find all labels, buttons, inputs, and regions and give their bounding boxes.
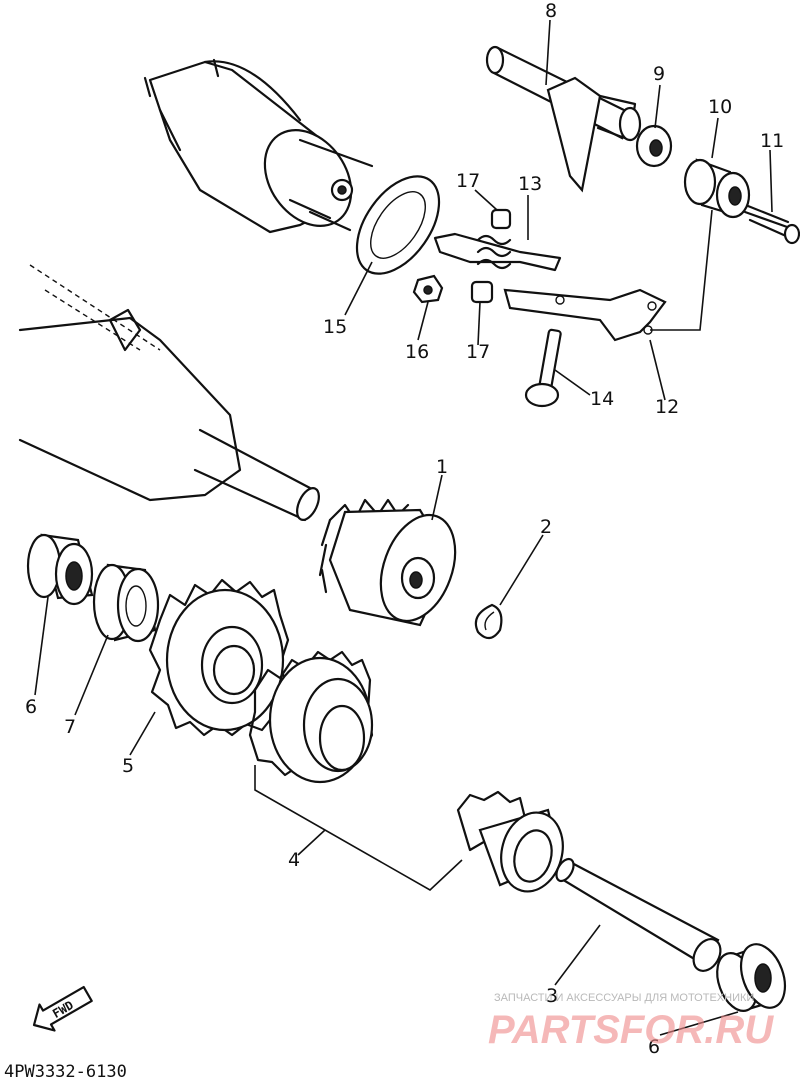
fwd-label: FWD [50,998,76,1021]
callout-8: 8 [545,0,557,22]
callout-10: 10 [708,96,732,118]
starter-motor-housing [143,58,374,234]
collar-part-17-lower [470,280,494,304]
bearing-part-6-left [26,533,94,606]
callout-17-upper: 17 [456,170,480,192]
callout-13: 13 [518,173,542,195]
callout-5: 5 [122,755,134,777]
watermark-logo: PARTSFOR.RU [488,1008,774,1052]
starter-clutch-part-1 [318,498,457,627]
leader-lines [34,19,773,1036]
crankcase-section [18,264,320,522]
lever-part-12 [503,288,667,342]
callout-16: 16 [405,341,429,363]
washer-part-9 [635,124,673,168]
callout-17-lower: 17 [466,341,490,363]
callout-12: 12 [655,396,679,418]
callout-15: 15 [323,316,347,338]
gear-part-5 [148,578,290,737]
callout-4: 4 [288,849,300,871]
collar-part-10 [683,158,751,219]
gear-part-4-shaft-end [456,790,564,893]
callout-9: 9 [653,63,665,85]
callout-3: 3 [546,985,558,1007]
spring-part-13 [433,232,562,272]
gear-part-4 [248,650,374,784]
shift-fork-part-8 [485,45,642,193]
watermark: ЗАПЧАСТИ И АКСЕССУАРЫ ДЛЯ МОТОТЕХНИКИ PA… [488,992,774,1052]
shaft-part-3 [555,857,722,972]
callout-labels: 1 2 3 4 5 6 6 7 8 9 10 11 12 13 14 15 16… [25,0,784,1058]
callout-11: 11 [760,130,784,152]
callout-7: 7 [64,716,76,738]
bearing-part-6-right [716,943,787,1012]
callout-6-left: 6 [25,696,37,718]
bolt-part-14 [524,328,562,408]
callout-2: 2 [540,516,552,538]
circlip-part-2 [474,603,503,640]
washer-part-7 [92,563,160,643]
callout-14: 14 [590,388,614,410]
fwd-direction-arrow: FWD [32,985,93,1032]
watermark-tagline: ЗАПЧАСТИ И АКСЕССУАРЫ ДЛЯ МОТОТЕХНИКИ [494,992,754,1004]
callout-6-right: 6 [648,1036,660,1058]
gasket-part-15 [355,175,441,275]
collar-part-17-upper [490,208,512,230]
callout-1: 1 [436,456,448,478]
bolt-part-11 [743,204,800,245]
nut-part-16 [412,274,444,304]
figure-code: 4PW3332-6130 [4,1062,127,1082]
